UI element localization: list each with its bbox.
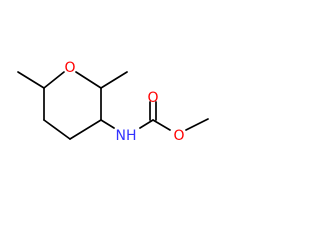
amine-nh-label: NH [116, 128, 137, 144]
bond-ester-o-methyl [185, 118, 209, 131]
ring-oxygen-label: O [64, 60, 75, 76]
bond-c3-c4 [69, 119, 102, 140]
bond-nh-carbonyl-c [139, 119, 154, 129]
bond-c2-methyl [100, 71, 128, 89]
bond-c6-ring-o [43, 71, 65, 89]
bond-carbonyl-c-ester-o [152, 119, 171, 131]
bond-c6-methyl [17, 71, 45, 89]
bond-c4-c5 [43, 119, 71, 140]
structure-canvas: O O O NH [17, 60, 209, 144]
bond-ring-o-c2 [75, 71, 102, 89]
ester-oxygen-label: O [173, 128, 184, 144]
carbonyl-oxygen-label: O [147, 90, 158, 106]
bond-c3-nh [100, 119, 115, 129]
molecule-structure: O O O NH [17, 60, 209, 144]
